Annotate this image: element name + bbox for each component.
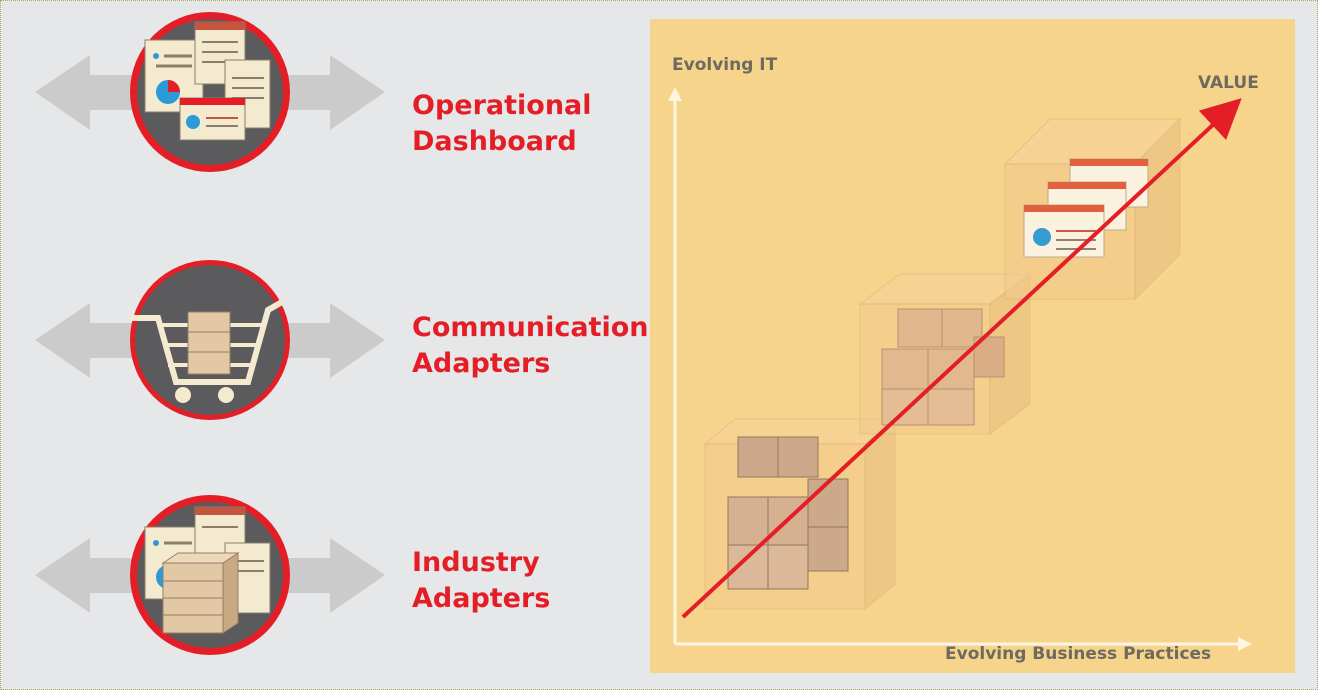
y-axis-label: Evolving IT	[672, 55, 778, 75]
value-diagram	[668, 87, 1252, 651]
value-arrow	[681, 98, 1242, 619]
dashboard-documents-icon	[35, 12, 385, 172]
dashboard-cluster-large	[1003, 117, 1182, 301]
row-industry-adapters: Industry Adapters	[0, 485, 640, 665]
communication-adapters-label: Communication Adapters	[412, 312, 649, 379]
row-communication-adapters: Communication Adapters	[0, 250, 649, 430]
operational-dashboard-label: Operational Dashboard	[412, 90, 592, 157]
value-arrow-label: VALUE	[1198, 73, 1259, 93]
row-operational-dashboard: Operational Dashboard	[0, 0, 640, 180]
shopping-cart-icon	[35, 260, 385, 420]
x-axis-arrow	[675, 637, 1252, 651]
y-axis-arrow	[668, 87, 682, 644]
industry-adapters-label: Industry Adapters	[412, 547, 551, 614]
documents-crate-icon	[35, 495, 385, 655]
x-axis-label: Evolving Business Practices	[945, 644, 1212, 664]
